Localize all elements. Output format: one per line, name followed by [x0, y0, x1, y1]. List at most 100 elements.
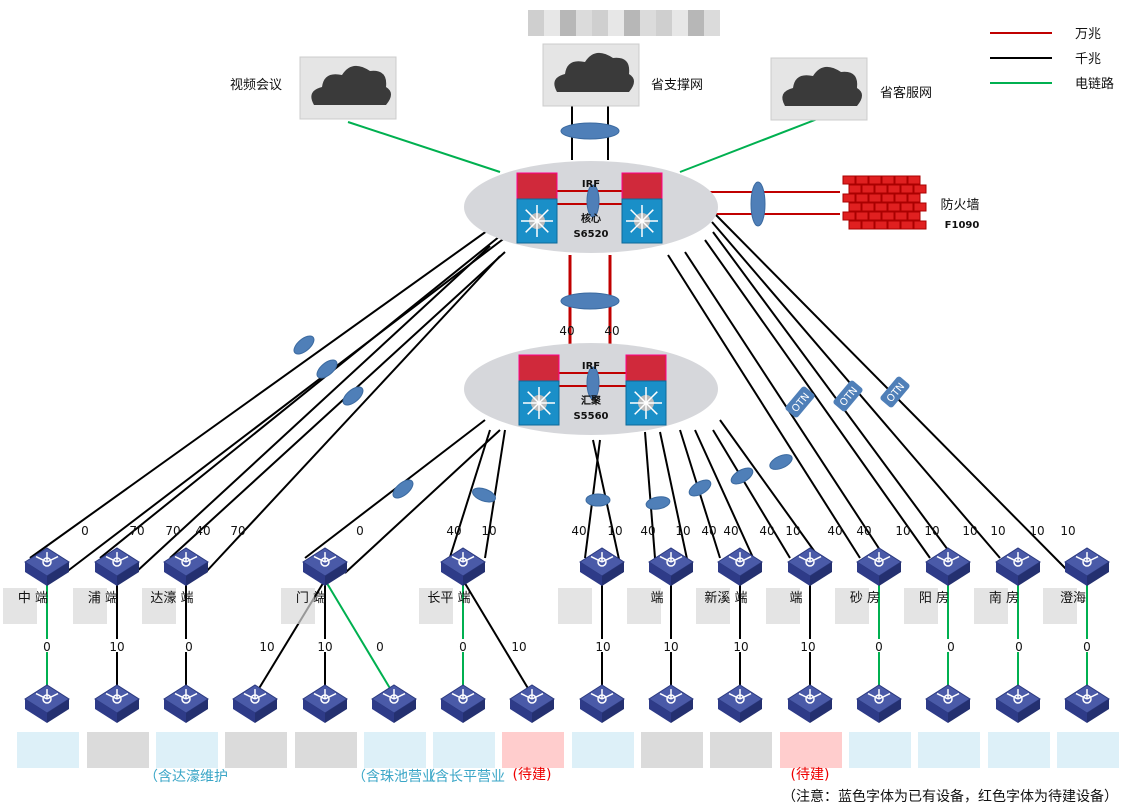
port-label: 0: [43, 640, 51, 654]
uplink: [484, 429, 506, 559]
switch-icon: [24, 547, 70, 586]
uplink: [204, 255, 501, 574]
blur-block: [576, 10, 592, 36]
port-label: 40: [559, 324, 574, 338]
blur-block: [904, 588, 938, 624]
site-label: (待建): [513, 767, 552, 783]
switch-arrow: [936, 692, 949, 700]
switch-side: [580, 699, 602, 723]
switch-side: [1087, 699, 1109, 723]
brick: [874, 184, 888, 194]
switch-arrow: [670, 692, 683, 700]
switch-side: [926, 562, 948, 586]
switch-side: [788, 562, 810, 586]
uplink: [667, 254, 861, 559]
aggregation-irf-label: IRF: [582, 361, 600, 372]
switch-arrow: [659, 692, 672, 700]
brick: [887, 184, 901, 194]
switch-arrow: [46, 555, 59, 563]
aggregation-model: S5560: [573, 411, 608, 422]
arrow: [525, 209, 538, 222]
brick: [855, 175, 869, 185]
arrow: [634, 391, 647, 404]
switch-arrow: [254, 692, 267, 700]
switch-icon: [440, 547, 486, 586]
blur-block: [835, 588, 869, 624]
switch-side: [186, 562, 208, 586]
port-label: 10: [1029, 524, 1044, 538]
switch-icon: [371, 684, 417, 723]
switch-icon: [787, 547, 833, 586]
chassis-top: [625, 354, 667, 382]
node-label: 澄海: [1060, 591, 1086, 606]
node-label: 新溪 端: [704, 590, 747, 606]
port-label: 0: [1083, 640, 1091, 654]
arrow: [630, 209, 643, 222]
port-label: 10: [785, 524, 800, 538]
blur-block: [627, 588, 661, 624]
switch-side: [95, 699, 117, 723]
core-model: S6520: [573, 229, 608, 240]
uplink: [719, 419, 831, 574]
brick: [907, 175, 921, 185]
switch-icon: [856, 684, 902, 723]
switch-arrow: [313, 692, 326, 700]
blur-block: [974, 588, 1008, 624]
blur-block: [696, 588, 730, 624]
port-label: 10: [733, 640, 748, 654]
switch-icon: [302, 684, 348, 723]
switch-arrow: [947, 555, 960, 563]
switch-side: [372, 699, 394, 723]
link-aggregation-oval: [750, 181, 766, 227]
aggregation-left-switch: [518, 354, 560, 426]
blur-block: [544, 10, 560, 36]
switch-side: [788, 699, 810, 723]
switch-side: [255, 699, 277, 723]
switch-side: [948, 562, 970, 586]
aggregation-name: 汇聚: [581, 394, 602, 407]
port-label: 10: [895, 524, 910, 538]
switch-side: [463, 562, 485, 586]
core-irf-label: IRF: [582, 179, 600, 190]
blur-block: [672, 10, 688, 36]
link-aggregation-oval: [560, 292, 620, 310]
switch-side: [164, 699, 186, 723]
blur-block: [3, 588, 37, 624]
brick: [848, 202, 862, 212]
blur-block: [704, 10, 720, 36]
switch-arrow: [1006, 692, 1019, 700]
switch-arrow: [867, 692, 880, 700]
firewall-label: 防火墙: [940, 197, 979, 213]
port-label: 10: [511, 640, 526, 654]
downlink: [324, 579, 395, 696]
blur-block: [142, 588, 176, 624]
switch-arrow: [462, 555, 475, 563]
port-bg: [259, 639, 275, 652]
port-bg: [733, 639, 749, 652]
switch-arrow: [531, 692, 544, 700]
switch-arrow: [116, 692, 129, 700]
switch-arrow: [1086, 555, 1099, 563]
arrow: [527, 402, 540, 415]
link-video: [347, 121, 501, 173]
brick: [842, 211, 856, 221]
switch-arrow: [393, 692, 406, 700]
switch-arrow: [185, 555, 198, 563]
switch-side: [303, 562, 325, 586]
port-label: 0: [1015, 640, 1023, 654]
switch-arrow: [601, 692, 614, 700]
port-label: 40: [723, 524, 738, 538]
arrow: [641, 220, 654, 233]
switch-icon: [995, 684, 1041, 723]
brick: [861, 202, 875, 212]
blur-block: [1057, 732, 1119, 768]
switch-icon: [1064, 547, 1110, 586]
legend-label: 千兆: [1075, 52, 1101, 67]
brick: [842, 193, 856, 203]
uplink: [712, 429, 791, 559]
switch-arrow: [1017, 692, 1030, 700]
uplink: [64, 229, 516, 574]
brick: [874, 202, 888, 212]
blur-block: [558, 588, 592, 624]
switch-arrow: [1075, 555, 1088, 563]
